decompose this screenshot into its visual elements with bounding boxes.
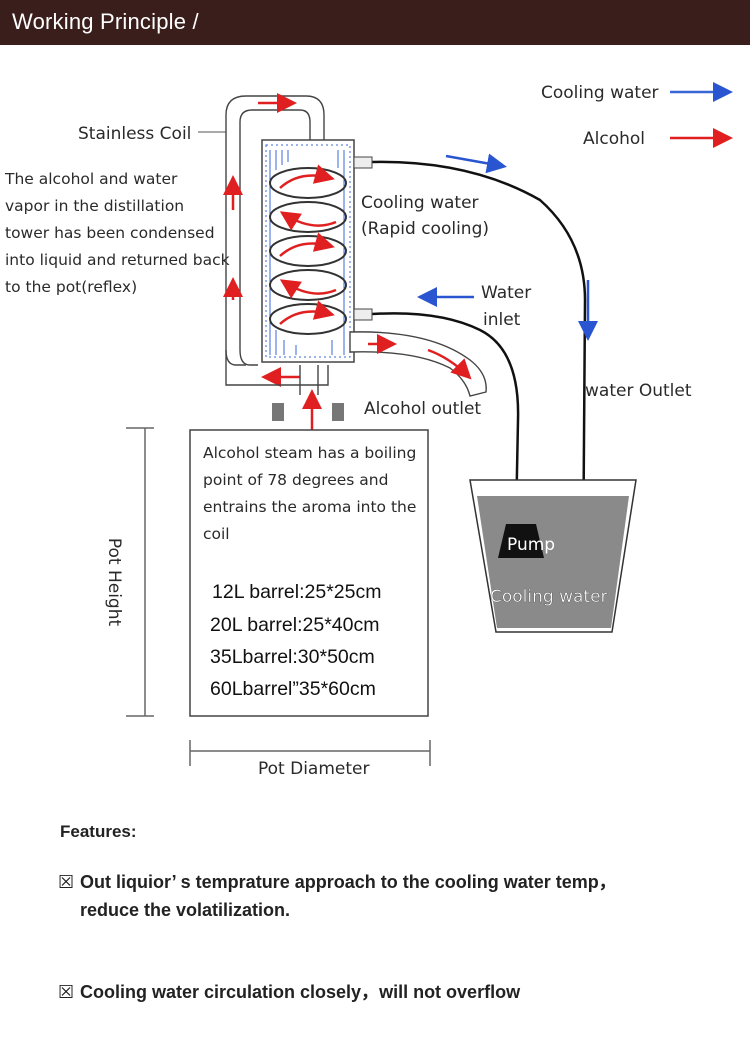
water-inlet-label: inlet bbox=[483, 310, 521, 330]
feature-text: Out liquior’ s temprature approach to th… bbox=[80, 872, 617, 892]
water-inlet-label: Water bbox=[481, 283, 531, 303]
pot-diameter-label: Pot Diameter bbox=[258, 759, 369, 779]
barrel-spec: 60Lbarrel”35*60cm bbox=[210, 678, 376, 700]
coil bbox=[269, 167, 347, 335]
cooling-flow-arrow bbox=[445, 153, 507, 174]
distiller-diagram: Cooling water Alcohol Stainless Coil The… bbox=[4, 82, 733, 779]
cooling-water-label: (Rapid cooling) bbox=[361, 219, 489, 239]
pot-height-dimension bbox=[126, 427, 154, 717]
flange-left bbox=[272, 403, 284, 421]
reflux-tube-inner bbox=[239, 109, 311, 366]
reflux-line: The alcohol and water bbox=[4, 170, 178, 188]
steam-line: coil bbox=[203, 525, 230, 543]
reflux-description: The alcohol and water vapor in the disti… bbox=[4, 170, 230, 296]
reflux-tube-outer bbox=[225, 95, 325, 366]
header-bar: Working Principle / bbox=[0, 0, 750, 45]
steam-line: Alcohol steam has a boiling bbox=[203, 444, 416, 462]
reflux-line: to the pot(reflex) bbox=[5, 278, 137, 296]
steam-line: point of 78 degrees and bbox=[203, 471, 388, 489]
pump bbox=[498, 524, 544, 558]
barrel-spec: 12L barrel:25*25cm bbox=[212, 581, 381, 603]
legend-cooling-label: Cooling water bbox=[541, 83, 659, 103]
reflux-line: tower has been condensed bbox=[5, 224, 215, 242]
feature-text: Cooling water circulation closely，will n… bbox=[80, 982, 521, 1002]
barrel-spec: 20L barrel:25*40cm bbox=[210, 614, 379, 636]
bucket-water bbox=[477, 496, 629, 628]
outlet-hose bbox=[354, 160, 587, 579]
water-outlet-label: water Outlet bbox=[585, 381, 692, 401]
pump-label: Pump bbox=[507, 535, 555, 555]
barrel-specs: 12L barrel:25*25cm 20L barrel:25*40cm 35… bbox=[210, 581, 381, 700]
inlet-hose bbox=[354, 312, 520, 523]
pot-diameter-dimension bbox=[189, 740, 431, 766]
stainless-coil-label: Stainless Coil bbox=[78, 124, 191, 144]
base-tube bbox=[225, 350, 329, 386]
page-title: Working Principle / bbox=[12, 9, 199, 34]
cooling-water-label: Cooling water bbox=[361, 193, 479, 213]
reflux-line: into liquid and returned back bbox=[5, 251, 230, 269]
coil-flow-arrows bbox=[279, 164, 337, 325]
feature-item: ☒Out liquior’ s temprature approach to t… bbox=[58, 868, 728, 924]
steam-line: entrains the aroma into the bbox=[203, 498, 416, 516]
feature-text: reduce the volatilization. bbox=[80, 900, 291, 920]
flange-right bbox=[332, 403, 344, 421]
checkbox-x-icon: ☒ bbox=[58, 982, 75, 1002]
features-title: Features: bbox=[60, 822, 137, 841]
barrel-spec: 35Lbarrel:30*50cm bbox=[210, 646, 375, 668]
legend-alcohol-label: Alcohol bbox=[583, 129, 645, 149]
pot bbox=[189, 429, 429, 717]
bucket-water-label: Cooling water bbox=[490, 587, 608, 607]
pot-height-label: Pot Height bbox=[104, 538, 124, 627]
reflux-line: vapor in the distillation bbox=[5, 197, 184, 215]
alcohol-outlet-label: Alcohol outlet bbox=[364, 399, 481, 419]
steam-description: Alcohol steam has a boiling point of 78 … bbox=[203, 444, 416, 543]
checkbox-x-icon: ☒ bbox=[58, 872, 75, 892]
alcohol-outlet-pipe bbox=[349, 331, 487, 397]
feature-item: ☒Cooling water circulation closely，will … bbox=[58, 978, 728, 1006]
condenser-body bbox=[261, 139, 355, 363]
condenser-water bbox=[265, 144, 351, 358]
